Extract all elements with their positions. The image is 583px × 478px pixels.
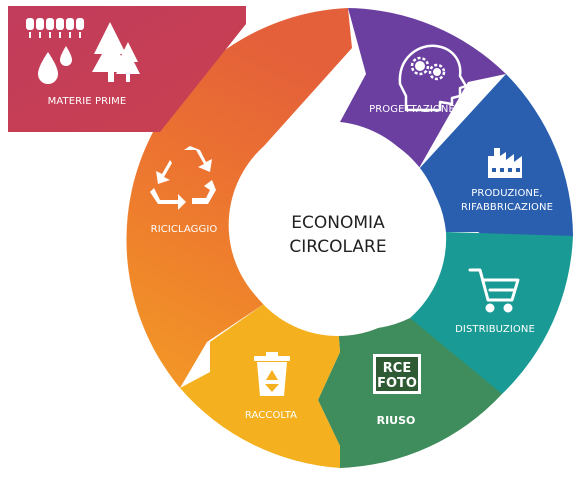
segment-progettazione — [340, 8, 506, 170]
riciclaggio-label: RICICLAGGIO — [151, 224, 218, 235]
svg-text:FOTO: FOTO — [377, 376, 417, 391]
produzione-label-line2: RIFABBRICAZIONE — [461, 202, 553, 213]
raccolta-label: RACCOLTA — [245, 410, 297, 421]
factory-icon — [488, 148, 522, 178]
recycle-icon — [150, 146, 216, 210]
wheat-icon — [26, 18, 84, 38]
water-drop-small-icon — [60, 46, 72, 66]
produzione-label-line1: PRODUZIONE, — [471, 188, 542, 199]
distribuzione-label: DISTRIBUZIONE — [455, 324, 535, 335]
raw-materials-icon — [26, 18, 140, 84]
svg-text:RCE: RCE — [383, 361, 411, 376]
progettazione-label: PROGETTAZIONE — [369, 104, 455, 115]
recycle-bin-icon — [254, 352, 290, 396]
shopping-cart-icon — [468, 268, 520, 313]
trees-icon — [92, 22, 140, 82]
riuso-label: RIUSO — [377, 414, 416, 427]
center-title-line1: ECONOMIA — [291, 213, 385, 233]
head-gears-icon — [398, 44, 468, 112]
center-title-line2: CIRCOLARE — [289, 237, 386, 257]
water-drop-icon — [38, 52, 58, 84]
rce-foto-logo: RCE FOTO — [373, 354, 421, 394]
materie-prime-label: MATERIE PRIME — [48, 96, 127, 107]
center-circle — [234, 128, 442, 336]
